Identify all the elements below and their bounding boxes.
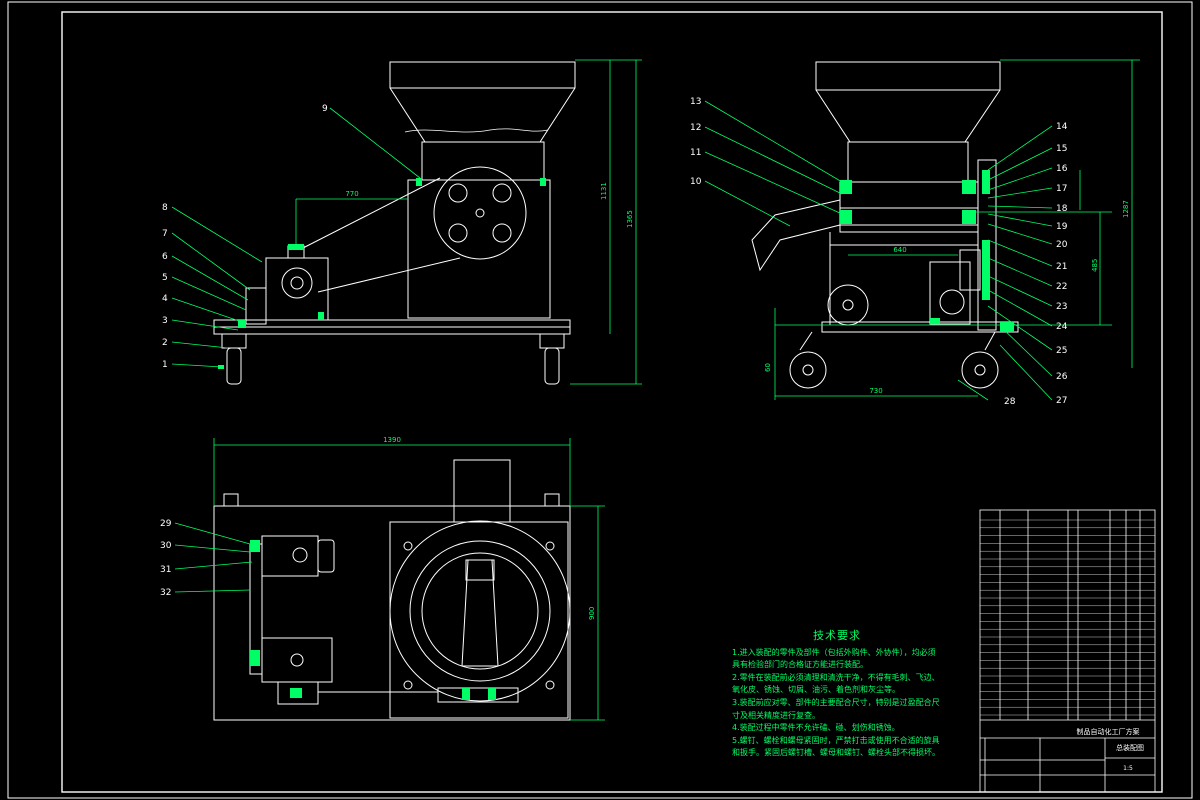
dim-front-height-2: 1365 bbox=[626, 210, 634, 228]
part-label-7: 7 bbox=[162, 229, 168, 239]
plan-view bbox=[213, 438, 605, 721]
dimension-labels: 770 1131 1365 640 1287 485 60 730 1390 900 bbox=[345, 182, 1130, 620]
part-label-24: 24 bbox=[1056, 322, 1068, 332]
plan-leaders bbox=[174, 522, 253, 593]
part-label-9: 9 bbox=[322, 104, 328, 114]
part-label-26: 26 bbox=[1056, 372, 1068, 382]
front-highlights bbox=[218, 178, 546, 369]
dim-side-width: 640 bbox=[893, 246, 906, 254]
note-line: 5.螺钉、螺栓和螺母紧固时，严禁打击或使用不合适的旋具 bbox=[732, 735, 940, 745]
part-label-5: 5 bbox=[162, 273, 168, 283]
part-label-8: 8 bbox=[162, 203, 168, 213]
note-line: 寸及相关精度进行复查。 bbox=[732, 710, 820, 720]
part-label-18: 18 bbox=[1056, 204, 1068, 214]
title-block bbox=[979, 509, 1156, 793]
side-view bbox=[751, 59, 1140, 400]
technical-notes: 技术要求 1.进入装配的零件及部件（包括外购件、外协件），均必须 具有检验部门的… bbox=[732, 629, 942, 760]
note-line: 3.装配前应对零、部件的主要配合尺寸，特别是过盈配合尺 bbox=[732, 697, 940, 707]
note-line: 和扳手。紧固后螺钉槽、螺母和螺钉、螺栓头部不得损坏。 bbox=[732, 748, 940, 758]
part-label-27: 27 bbox=[1056, 396, 1067, 406]
note-line: 氧化皮、锈蚀、切屑、油污、着色剂和灰尘等。 bbox=[732, 685, 900, 695]
front-view bbox=[213, 59, 642, 385]
part-label-30: 30 bbox=[160, 541, 172, 551]
part-label-2: 2 bbox=[162, 338, 168, 348]
dim-front-width: 770 bbox=[345, 190, 358, 198]
part-label-3: 3 bbox=[162, 316, 168, 326]
part-label-19: 19 bbox=[1056, 222, 1068, 232]
part-label-14: 14 bbox=[1056, 122, 1068, 132]
technical-notes-title: 技术要求 bbox=[813, 629, 861, 642]
part-label-4: 4 bbox=[162, 294, 168, 304]
part-label-31: 31 bbox=[160, 565, 171, 575]
part-label-10: 10 bbox=[690, 177, 702, 187]
part-label-20: 20 bbox=[1056, 240, 1068, 250]
part-label-15: 15 bbox=[1056, 144, 1067, 154]
front-leaders bbox=[171, 107, 421, 368]
part-label-25: 25 bbox=[1056, 346, 1067, 356]
note-line: 2.零件在装配前必须清理和清洗干净，不得有毛刺、飞边、 bbox=[732, 672, 940, 682]
part-label-17: 17 bbox=[1056, 184, 1067, 194]
drawing-name: 制品自动化工厂方案 bbox=[1077, 727, 1140, 736]
part-labels: 9876543211312111014151617181920212223242… bbox=[160, 97, 1068, 598]
note-line: 4.装配过程中零件不允许磕、碰、划伤和锈蚀。 bbox=[732, 723, 900, 733]
part-label-23: 23 bbox=[1056, 302, 1067, 312]
inner-border bbox=[61, 11, 1163, 793]
part-label-32: 32 bbox=[160, 588, 171, 598]
scale-note: 1:5 bbox=[1123, 765, 1133, 772]
plan-highlights bbox=[250, 540, 496, 700]
dim-side-mid: 485 bbox=[1091, 259, 1099, 272]
side-leaders bbox=[704, 100, 1053, 401]
dim-plan-depth: 900 bbox=[588, 607, 596, 620]
dim-front-height-1: 1131 bbox=[600, 182, 608, 200]
part-label-21: 21 bbox=[1056, 262, 1067, 272]
dim-plan-width: 1390 bbox=[383, 436, 401, 444]
part-label-29: 29 bbox=[160, 519, 172, 529]
dim-side-base: 730 bbox=[869, 387, 882, 395]
note-line: 具有检验部门的合格证方能进行装配。 bbox=[732, 660, 868, 670]
part-label-1: 1 bbox=[162, 360, 168, 370]
dim-side-height: 1287 bbox=[1122, 200, 1130, 218]
part-label-6: 6 bbox=[162, 252, 168, 262]
part-label-16: 16 bbox=[1056, 164, 1068, 174]
part-label-28: 28 bbox=[1004, 397, 1016, 407]
note-line: 1.进入装配的零件及部件（包括外购件、外协件），均必须 bbox=[732, 647, 936, 657]
side-highlights bbox=[840, 170, 1014, 332]
part-label-13: 13 bbox=[690, 97, 701, 107]
outer-border bbox=[7, 1, 1193, 799]
drawing-subname: 总装配图 bbox=[1116, 743, 1144, 752]
part-label-11: 11 bbox=[690, 148, 701, 158]
dim-side-small: 60 bbox=[764, 363, 772, 372]
part-label-12: 12 bbox=[690, 123, 701, 133]
part-label-22: 22 bbox=[1056, 282, 1067, 292]
